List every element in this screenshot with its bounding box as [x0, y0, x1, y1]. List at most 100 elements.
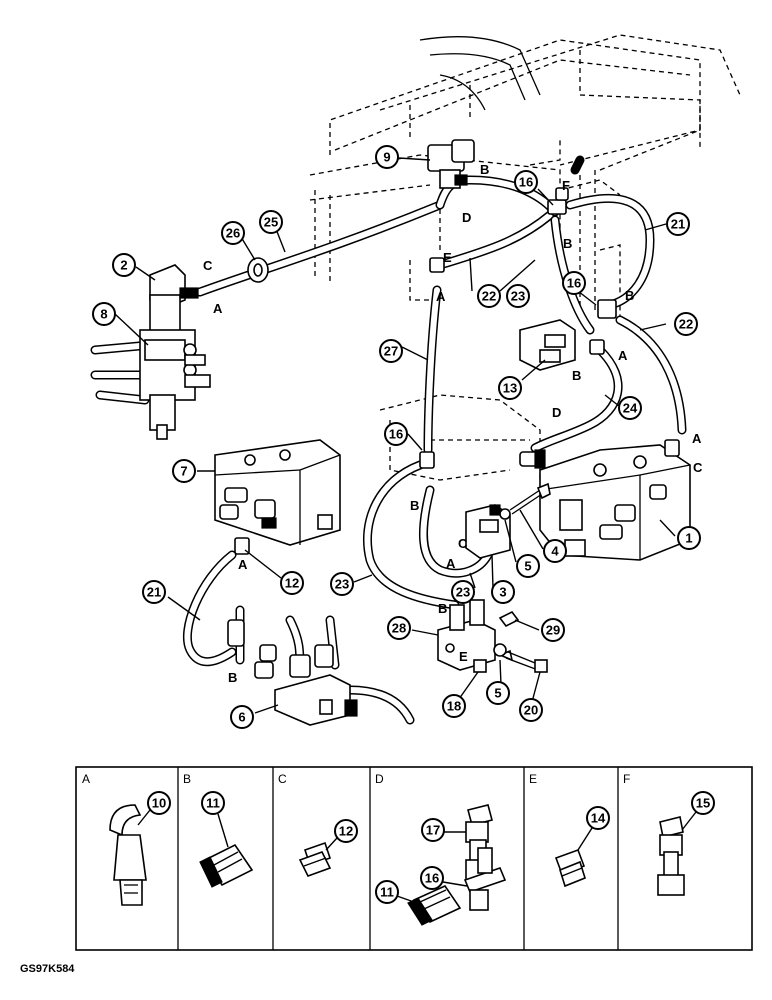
callout-16-top: 16 — [514, 170, 538, 194]
callout-17: 17 — [421, 818, 445, 842]
small-parts-18-20-29 — [473, 610, 548, 673]
svg-text:15: 15 — [696, 796, 710, 811]
callout-5-lower: 5 — [486, 681, 510, 705]
svg-text:16: 16 — [567, 276, 581, 291]
svg-text:22: 22 — [679, 317, 693, 332]
svg-text:3: 3 — [499, 585, 506, 600]
control-valve-1 — [539, 444, 691, 561]
legend-tee-16 — [463, 847, 507, 911]
svg-text:1: 1 — [685, 531, 692, 546]
callout-3: 3 — [491, 580, 515, 604]
svg-text:9: 9 — [383, 150, 390, 165]
letter-a-3: A — [446, 556, 456, 571]
legend-elbow-fitting-10 — [109, 804, 147, 906]
fitting-legend: A B C D E F 10 11 12 — [75, 766, 753, 951]
legend-connector-11-d — [407, 884, 462, 926]
svg-text:5: 5 — [524, 559, 531, 574]
svg-text:8: 8 — [100, 307, 107, 322]
legend-letter-a: A — [82, 772, 90, 786]
svg-text:10: 10 — [152, 796, 166, 811]
callout-20: 20 — [519, 698, 543, 722]
letter-a-valve2: A — [213, 301, 223, 316]
letter-b-28: B — [438, 601, 447, 616]
letter-a-12: A — [238, 557, 248, 572]
letter-a-right: A — [618, 348, 628, 363]
letter-d-top: D — [462, 210, 471, 225]
callout-11-d: 11 — [375, 880, 399, 904]
legend-letter-c: C — [278, 772, 287, 786]
svg-text:21: 21 — [671, 217, 685, 232]
callout-16-lower: 16 — [384, 422, 408, 446]
svg-text:21: 21 — [147, 585, 161, 600]
callout-13: 13 — [498, 376, 522, 400]
letter-f-top: F — [562, 178, 570, 193]
letter-b-top: B — [480, 162, 489, 177]
callout-21-lower: 21 — [142, 580, 166, 604]
callout-1: 1 — [677, 526, 701, 550]
bolt-4-washer-5 — [499, 482, 551, 520]
callout-16-legend: 16 — [420, 866, 444, 890]
svg-text:2: 2 — [120, 258, 127, 273]
letter-e-28: E — [459, 649, 468, 664]
valve-7 — [214, 439, 341, 546]
legend-adapter-12 — [298, 841, 332, 877]
legend-letter-d: D — [375, 772, 384, 786]
callout-29: 29 — [541, 618, 565, 642]
callout-9: 9 — [375, 145, 399, 169]
svg-text:22: 22 — [482, 289, 496, 304]
svg-text:25: 25 — [264, 215, 278, 230]
svg-text:16: 16 — [519, 175, 533, 190]
svg-text:23: 23 — [335, 577, 349, 592]
callout-27: 27 — [379, 339, 403, 363]
letter-b-right: B — [625, 288, 634, 303]
svg-text:20: 20 — [524, 703, 538, 718]
block-13 — [519, 319, 576, 371]
callout-12: 12 — [280, 571, 304, 595]
callout-2: 2 — [112, 253, 136, 277]
svg-text:16: 16 — [425, 871, 439, 886]
callout-23-top: 23 — [506, 284, 530, 308]
callout-23-left: 23 — [330, 572, 354, 596]
svg-text:12: 12 — [339, 824, 353, 839]
svg-text:26: 26 — [226, 226, 240, 241]
svg-text:29: 29 — [546, 623, 560, 638]
svg-text:28: 28 — [392, 621, 406, 636]
svg-text:23: 23 — [511, 289, 525, 304]
callout-22-right: 22 — [674, 312, 698, 336]
valve-6 — [227, 619, 358, 726]
letter-e-top: E — [443, 250, 452, 265]
legend-connector-11 — [199, 843, 254, 888]
legend-adapter-14 — [554, 848, 586, 888]
block-28 — [437, 599, 496, 671]
svg-text:4: 4 — [551, 544, 559, 559]
callout-8: 8 — [92, 302, 116, 326]
svg-text:14: 14 — [591, 811, 606, 826]
figure-code: GS97K584 — [20, 963, 75, 975]
callout-5-upper: 5 — [516, 554, 540, 578]
callout-16-right: 16 — [562, 271, 586, 295]
letter-c-valve2: C — [203, 258, 213, 273]
letter-b-13: B — [572, 368, 581, 383]
svg-text:7: 7 — [180, 464, 187, 479]
letter-b-lower: B — [410, 498, 419, 513]
legend-letter-e: E — [529, 772, 537, 786]
component-9-switch — [427, 139, 475, 189]
letter-b-6: B — [228, 670, 237, 685]
callout-23-center: 23 — [451, 580, 475, 604]
letter-a-27: A — [436, 289, 446, 304]
callout-4: 4 — [543, 539, 567, 563]
machine-frame-outline — [309, 34, 741, 481]
svg-text:23: 23 — [456, 585, 470, 600]
callout-25: 25 — [259, 210, 283, 234]
callout-10: 10 — [147, 791, 171, 815]
component-3 — [465, 504, 511, 559]
callout-21-top: 21 — [666, 212, 690, 236]
letter-c-3: C — [458, 536, 468, 551]
letter-b-tee16: B — [563, 236, 572, 251]
fitting-d — [519, 449, 546, 469]
svg-text:5: 5 — [494, 686, 501, 701]
callout-14: 14 — [586, 806, 610, 830]
callout-26: 26 — [221, 221, 245, 245]
clamp-26 — [247, 257, 269, 283]
